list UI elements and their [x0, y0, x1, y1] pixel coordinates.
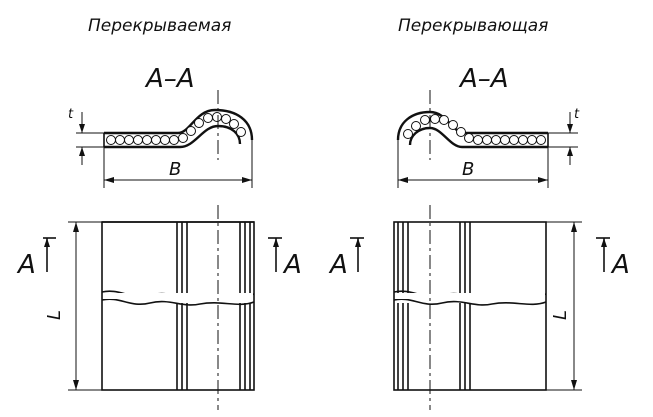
right-cut-label-right: A	[610, 250, 630, 280]
left-thickness-label: t	[68, 107, 74, 122]
left-section-profile	[103, 90, 254, 160]
left-length-dimension: L	[44, 221, 102, 391]
right-length-label: L	[550, 310, 571, 320]
right-length-dimension: L	[546, 221, 582, 391]
left-section-label: A–A	[144, 64, 195, 94]
right-section-profile	[396, 90, 549, 160]
right-width-label: B	[462, 159, 474, 180]
left-cut-label-right: A	[282, 250, 302, 280]
left-section-beads	[106, 112, 246, 145]
right-title: Перекрывающая	[398, 16, 548, 36]
left-title: Перекрываемая	[88, 16, 231, 36]
right-section-cut-marks: A A	[328, 237, 630, 280]
right-plan-view	[393, 205, 547, 410]
left-plan-view	[101, 205, 255, 410]
right-thickness-dimension: t	[548, 107, 580, 165]
right-cut-label-left: A	[328, 250, 348, 280]
left-width-label: B	[169, 159, 181, 180]
right-panel: Перекрывающая A–A	[328, 16, 630, 410]
left-section-cut-marks: A A	[16, 237, 302, 280]
right-thickness-label: t	[574, 107, 580, 122]
left-length-label: L	[44, 310, 65, 320]
right-section-beads	[403, 114, 546, 145]
left-panel: Перекрываемая A–A	[16, 16, 302, 410]
right-width-dimension: B	[397, 140, 549, 188]
left-thickness-dimension: t	[68, 107, 104, 165]
left-width-dimension: B	[103, 140, 253, 188]
left-cut-label-left: A	[16, 250, 36, 280]
right-section-label: A–A	[458, 64, 509, 94]
